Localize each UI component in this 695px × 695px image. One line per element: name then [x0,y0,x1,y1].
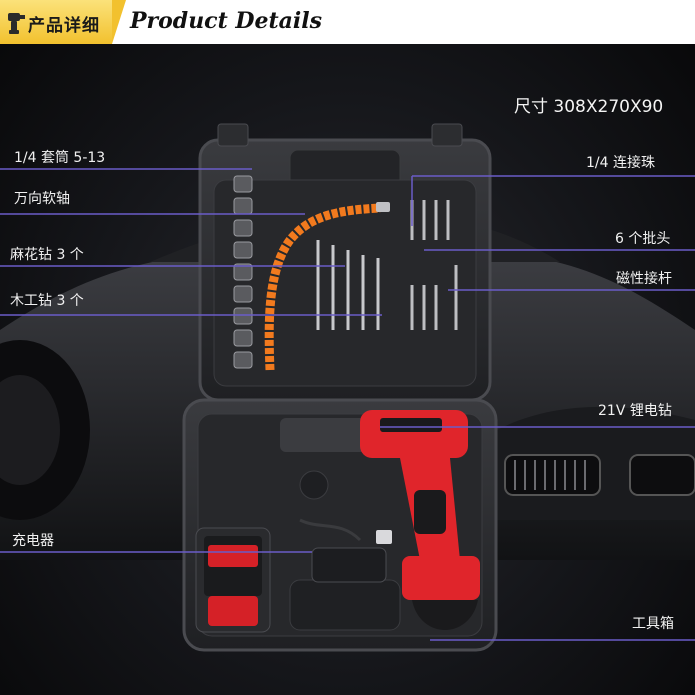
drill-icon [8,13,25,34]
battery-pack [195,527,271,633]
label-charger: 充电器 [12,533,54,549]
cordless-drill [280,410,480,630]
label-twist-bits: 麻花钻 3 个 [10,247,84,263]
callout-lines [0,168,695,641]
header-title-en: Product Details [130,8,322,34]
label-socket: 1/4 套筒 5-13 [14,150,106,166]
flexible-shaft [264,203,381,371]
label-wood-bits: 木工钻 3 个 [10,293,84,309]
product-illustration [0,123,695,652]
label-toolbox: 工具箱 [632,616,674,632]
label-adapter: 1/4 连接珠 [586,155,655,171]
charger [299,518,392,583]
label-flex-shaft: 万向软轴 [14,191,70,207]
header-badge: 产品详细 [0,0,126,44]
drill-bits [316,240,380,330]
header-bar: 产品详细 Product Details [0,0,695,44]
label-screw-bits: 6 个批头 [615,231,671,247]
label-size: 尺寸 308X270X90 [514,97,664,117]
shaft-tip [376,202,390,212]
label-drill: 21V 锂电钻 [598,403,672,419]
header-title-cn: 产品详细 [28,16,100,36]
label-magnetic-rod: 磁性接杆 [616,271,672,287]
socket-set [233,175,253,369]
